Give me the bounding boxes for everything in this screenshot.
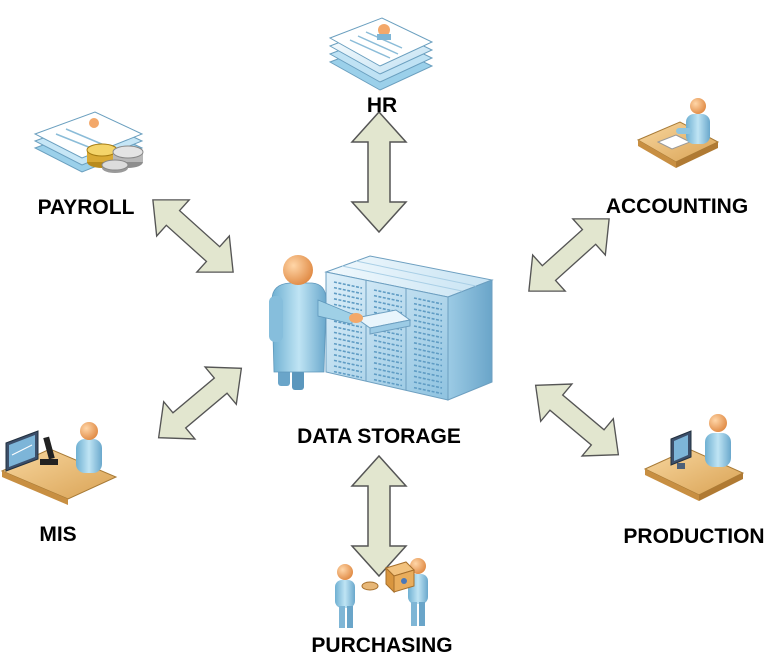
arrow-payroll [135, 181, 251, 291]
workstation-microscope-icon [0, 422, 118, 505]
drive-slot [373, 345, 403, 353]
drive-slot [413, 319, 443, 328]
drive-slot [373, 350, 403, 359]
node-label-purchasing: PURCHASING [311, 634, 452, 657]
drive-slot [413, 342, 443, 350]
arrow-production [519, 365, 635, 475]
drive-slot [333, 326, 363, 334]
drive-slot [413, 308, 443, 316]
documents-coins-icon [33, 111, 144, 173]
drive-slot [413, 370, 443, 378]
node-label-production: PRODUCTION [623, 525, 764, 548]
node-label-mis: MIS [39, 523, 76, 546]
server-rack-icon [324, 255, 494, 401]
drive-slot [333, 298, 363, 306]
drive-slot [413, 302, 443, 311]
documents-stack-icon [328, 17, 434, 91]
drive-slot [373, 362, 403, 370]
data-storage-illustration [269, 255, 494, 401]
arrow-purchasing [351, 455, 407, 577]
drive-slot [413, 336, 443, 344]
drive-slot [373, 373, 403, 381]
drive-slot [333, 303, 363, 312]
drive-slot [413, 330, 443, 339]
node-label-payroll: PAYROLL [38, 196, 135, 219]
drive-slot [333, 286, 363, 295]
drive-slot [413, 347, 443, 356]
drive-slot [413, 381, 443, 389]
center-label-data-storage: DATA STORAGE [297, 425, 461, 448]
drive-slot [413, 325, 443, 333]
drive-slot [373, 334, 403, 342]
arrow-mis [142, 348, 258, 458]
drive-slot [413, 358, 443, 367]
drive-slot [413, 364, 443, 372]
person-at-desk-icon [636, 98, 720, 168]
drive-slot [333, 292, 363, 300]
drive-slot [333, 281, 363, 289]
arrow-hr [351, 111, 407, 233]
drive-slot [373, 367, 403, 376]
drive-slot [333, 359, 363, 368]
drive-slot [373, 289, 403, 297]
package-handoff-icon [335, 558, 428, 628]
drive-slot [413, 297, 443, 305]
drive-slot [373, 378, 403, 387]
drive-slot [413, 386, 443, 395]
drive-slot [333, 337, 363, 345]
drive-slot [333, 331, 363, 340]
drive-slot [333, 320, 363, 328]
drive-slot [413, 314, 443, 322]
drive-slot [333, 370, 363, 379]
person-at-computer-icon [643, 414, 745, 501]
drive-slot [373, 294, 403, 303]
drive-slot [373, 356, 403, 364]
drive-slot [333, 354, 363, 362]
drive-slot [333, 348, 363, 356]
drive-slot [333, 365, 363, 373]
drive-slot [413, 353, 443, 361]
drive-slot [373, 339, 403, 348]
node-label-hr: HR [367, 94, 397, 117]
drive-slot [333, 342, 363, 351]
node-label-accounting: ACCOUNTING [606, 195, 748, 218]
person-icon [269, 255, 363, 390]
drive-slot [373, 300, 403, 308]
drive-slot [413, 375, 443, 384]
